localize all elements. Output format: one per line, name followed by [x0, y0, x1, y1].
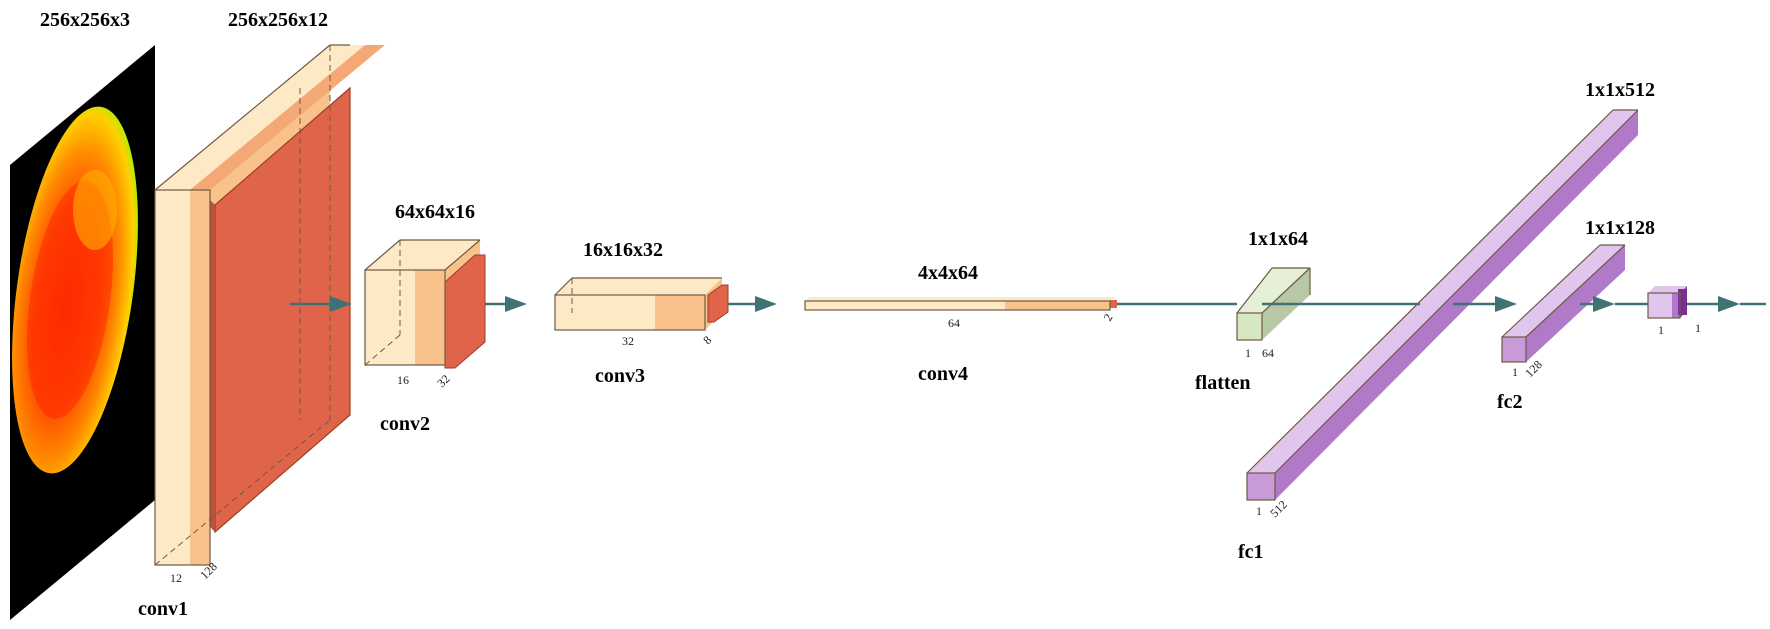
conv4-name-label: conv4: [918, 363, 968, 385]
conv1-name-label: conv1: [138, 598, 188, 620]
fc2-dim-a: 1: [1512, 365, 1518, 379]
arrowhead-icon: [1495, 296, 1517, 312]
fc1-dim-a: 1: [1256, 504, 1262, 518]
conv2-dim-b: 32: [434, 372, 452, 390]
arrowhead-icon: [1593, 296, 1615, 312]
conv3-block: [554, 277, 729, 331]
fc1-name-label: fc1: [1238, 541, 1264, 563]
conv4-dim-b: 2: [1100, 311, 1115, 323]
fc2-block: [1501, 244, 1626, 363]
arrowhead-icon: [755, 296, 777, 312]
conv2-name-label: conv2: [380, 413, 430, 435]
arrowhead-icon: [1718, 296, 1740, 312]
output-block: [1647, 286, 1687, 319]
fc1-dim-b: 512: [1267, 497, 1290, 520]
fc1-shape-label: 1x1x512: [1585, 79, 1655, 101]
input-image: [10, 45, 155, 620]
input-shape-label: 256x256x3: [40, 9, 130, 31]
conv2-block: [364, 239, 486, 369]
conv3-shape-label: 16x16x32: [583, 239, 663, 261]
flatten-dim-b: 64: [1262, 346, 1274, 360]
flatten-dim-a: 1: [1245, 346, 1251, 360]
conv1-block: [154, 44, 385, 566]
conv3-dim-b: 8: [700, 333, 714, 347]
fc2-name-label: fc2: [1497, 391, 1523, 413]
flow-arrows: [290, 296, 1766, 312]
fc2-shape-label: 1x1x128: [1585, 217, 1655, 239]
conv2-shape-label: 64x64x16: [395, 201, 475, 223]
output-dim-a: 1: [1658, 323, 1664, 337]
arrowhead-icon: [505, 296, 527, 312]
conv4-shape-label: 4x4x64: [918, 262, 978, 284]
conv4-block: [804, 297, 1117, 311]
conv1-shape-label: 256x256x12: [228, 9, 328, 31]
conv3-dim-a: 32: [622, 334, 634, 348]
flatten-shape-label: 1x1x64: [1248, 228, 1308, 250]
conv3-name-label: conv3: [595, 365, 645, 387]
flatten-name-label: flatten: [1195, 372, 1251, 394]
conv2-dim-a: 16: [397, 373, 409, 387]
conv1-dim-a: 12: [170, 571, 182, 585]
output-dim-b: 1: [1695, 321, 1701, 335]
conv4-dim-a: 64: [948, 316, 960, 330]
arrowhead-icon: [330, 296, 352, 312]
